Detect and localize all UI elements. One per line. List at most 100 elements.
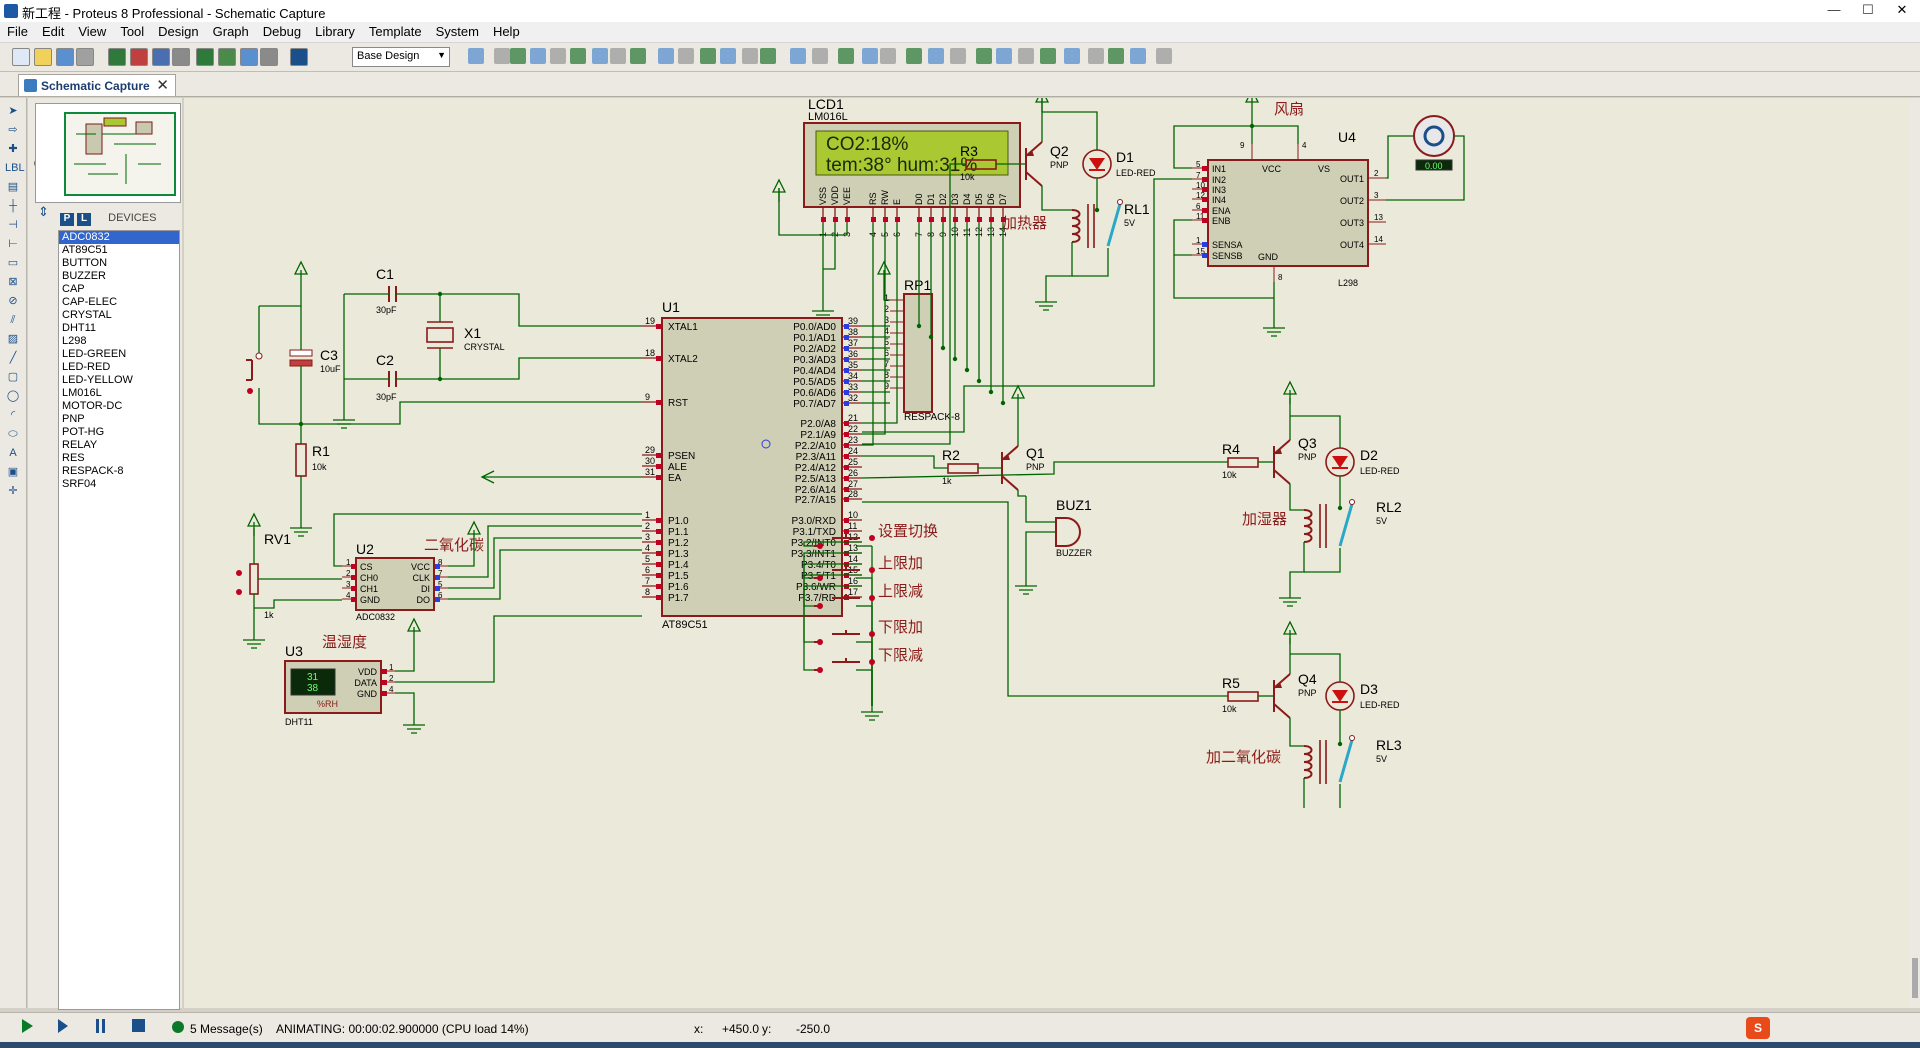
toolbar-button-icon[interactable] — [678, 48, 694, 64]
toolbar-button-icon[interactable] — [56, 48, 74, 66]
toolbar-button-icon[interactable] — [76, 48, 94, 66]
mode-tool-icon[interactable]: ✛ — [8, 485, 18, 497]
device-item[interactable]: LM016L — [62, 387, 102, 399]
toolbar-button-icon[interactable] — [838, 48, 854, 64]
device-item[interactable]: L298 — [62, 335, 87, 347]
mode-tool-icon[interactable]: ◜ — [10, 409, 16, 421]
mode-tool-icon[interactable]: ▤ — [7, 181, 19, 193]
toolbar-button-icon[interactable] — [1156, 48, 1172, 64]
menu-design[interactable]: Design — [158, 24, 199, 39]
toolbar-button-icon[interactable] — [1018, 48, 1034, 64]
toolbar-button-icon[interactable] — [130, 48, 148, 66]
menu-debug[interactable]: Debug — [262, 24, 302, 39]
mode-tool-icon[interactable]: ┼ — [9, 200, 17, 212]
toolbar-button-icon[interactable] — [862, 48, 878, 64]
device-item[interactable]: BUTTON — [62, 257, 108, 269]
toolbar-button-icon[interactable] — [1040, 48, 1056, 64]
device-item[interactable]: RES — [62, 452, 85, 464]
mode-tool-icon[interactable]: ✚ — [8, 143, 18, 155]
toolbar-button-icon[interactable] — [530, 48, 546, 64]
pause-button[interactable] — [96, 1019, 105, 1033]
toolbar-button-icon[interactable] — [152, 48, 170, 66]
toolbar-button-icon[interactable] — [742, 48, 758, 64]
toolbar-button-icon[interactable] — [812, 48, 828, 64]
device-item[interactable]: RELAY — [62, 439, 98, 451]
device-item[interactable]: DHT11 — [62, 322, 97, 334]
device-item[interactable]: MOTOR-DC — [62, 400, 123, 412]
device-item[interactable]: LED-RED — [62, 361, 111, 373]
close-button[interactable]: ✕ — [1896, 2, 1908, 17]
mode-tool-icon[interactable]: ⬭ — [8, 428, 18, 440]
mode-tool-icon[interactable]: ⊣ — [8, 219, 18, 231]
design-select[interactable]: Base Design ▼ — [352, 47, 450, 67]
menu-help[interactable]: Help — [492, 24, 520, 39]
vertical-scrollbar[interactable] — [1910, 98, 1920, 1008]
library-button[interactable]: L — [77, 213, 92, 226]
ime-icon[interactable]: S — [1746, 1017, 1770, 1039]
toolbar-button-icon[interactable] — [658, 48, 674, 64]
device-item[interactable]: CRYSTAL — [62, 309, 112, 321]
mode-tool-icon[interactable]: ╱ — [9, 352, 17, 364]
toolbar-button-icon[interactable] — [610, 48, 626, 64]
toolbar-button-icon[interactable] — [260, 48, 278, 66]
toolbar-button-icon[interactable] — [1064, 48, 1080, 64]
toolbar-button-icon[interactable] — [550, 48, 566, 64]
device-item[interactable]: CAP — [62, 283, 85, 295]
toolbar-button-icon[interactable] — [976, 48, 992, 64]
toolbar-button-icon[interactable] — [700, 48, 716, 64]
device-item[interactable]: LED-YELLOW — [62, 374, 133, 386]
menu-graph[interactable]: Graph — [212, 24, 249, 39]
toolbar-button-icon[interactable] — [928, 48, 944, 64]
mode-tool-icon[interactable]: A — [9, 447, 17, 459]
toolbar-button-icon[interactable] — [592, 48, 608, 64]
toolbar-button-icon[interactable] — [468, 48, 484, 64]
menu-tool[interactable]: Tool — [120, 24, 145, 39]
toolbar-button-icon[interactable] — [510, 48, 526, 64]
scroll-thumb[interactable] — [1912, 958, 1918, 998]
mode-tool-icon[interactable]: ⊢ — [8, 238, 18, 250]
toolbar-button-icon[interactable] — [950, 48, 966, 64]
toolbar-button-icon[interactable] — [760, 48, 776, 64]
step-button[interactable] — [58, 1019, 68, 1033]
toolbar-button-icon[interactable] — [108, 48, 126, 66]
toolbar-button-icon[interactable] — [34, 48, 52, 66]
mode-tool-icon[interactable]: ▨ — [7, 333, 19, 345]
device-item[interactable]: CAP-ELEC — [62, 296, 118, 308]
device-item[interactable]: AT89C51 — [62, 244, 108, 256]
message-count[interactable]: 5 Message(s) — [190, 1022, 263, 1036]
toolbar-button-icon[interactable] — [494, 48, 510, 64]
menu-template[interactable]: Template — [368, 24, 422, 39]
close-tab-icon[interactable]: ✕ — [156, 77, 169, 94]
mode-tool-icon[interactable]: ◯ — [6, 390, 20, 402]
toolbar-button-icon[interactable] — [880, 48, 896, 64]
overview-window[interactable] — [35, 103, 181, 203]
mode-tool-icon[interactable]: ▣ — [7, 466, 19, 478]
toolbar-button-icon[interactable] — [196, 48, 214, 66]
toolbar-button-icon[interactable] — [996, 48, 1012, 64]
toolbar-button-icon[interactable] — [790, 48, 806, 64]
menu-library[interactable]: Library — [315, 24, 355, 39]
device-item[interactable]: LED-GREEN — [62, 348, 127, 360]
stop-button[interactable] — [132, 1019, 145, 1032]
toolbar-button-icon[interactable] — [630, 48, 646, 64]
pick-devices-button[interactable]: P — [60, 213, 74, 226]
toolbar-button-icon[interactable] — [290, 48, 308, 66]
mode-tool-icon[interactable]: ▢ — [7, 371, 19, 383]
device-item[interactable]: ADC0832 — [59, 231, 179, 244]
device-item[interactable]: BUZZER — [62, 270, 106, 282]
overview-viewport[interactable] — [64, 112, 176, 196]
mode-tool-icon[interactable]: ⊘ — [8, 295, 18, 307]
toolbar-button-icon[interactable] — [1108, 48, 1124, 64]
schematic-drawing[interactable]: CO2:18%tem:38° hum:31%LCD1LM016LVSS1VDD2… — [184, 88, 1910, 1008]
tab-schematic-capture[interactable]: Schematic Capture ✕ — [18, 74, 176, 96]
maximize-button[interactable]: ☐ — [1862, 2, 1874, 17]
mirror-v-icon[interactable]: ⇕ — [38, 204, 49, 219]
mode-tool-icon[interactable]: ⊠ — [8, 276, 18, 288]
mode-tool-icon[interactable]: LBL — [5, 162, 25, 174]
device-item[interactable]: SRF04 — [62, 478, 97, 490]
mode-tool-icon[interactable]: ▭ — [7, 257, 19, 269]
toolbar-button-icon[interactable] — [1088, 48, 1104, 64]
toolbar-button-icon[interactable] — [906, 48, 922, 64]
